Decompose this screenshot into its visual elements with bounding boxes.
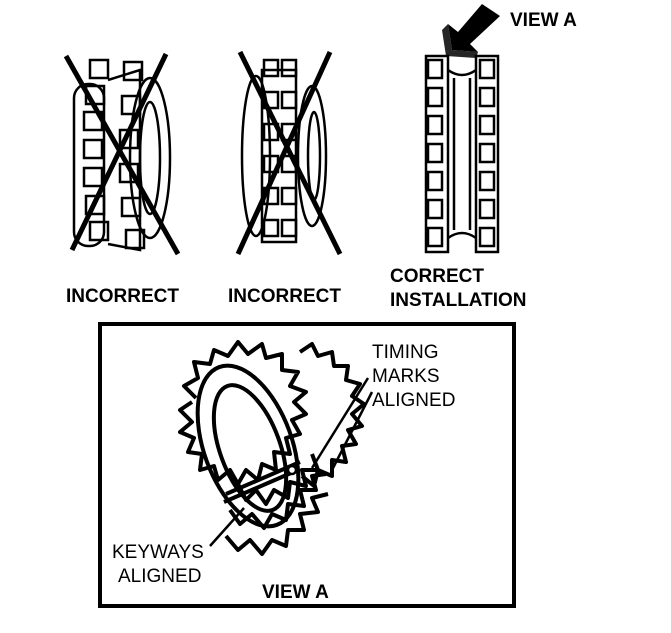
view-a-detail-frame: [98, 322, 516, 608]
view-a-bottom-label: VIEW A: [262, 582, 329, 603]
timing-label-line3: ALIGNED: [372, 390, 455, 411]
keyways-label-line2: ALIGNED: [118, 566, 201, 587]
correct-sprocket-icon: [424, 54, 500, 254]
incorrect-label-2: INCORRECT: [228, 286, 341, 307]
sprocket-detail-icon: [178, 340, 374, 556]
view-arrow-icon: [442, 4, 500, 58]
incorrect-label-1: INCORRECT: [66, 286, 179, 307]
timing-label-line1: TIMING: [372, 342, 439, 363]
incorrect-sprocket-2: [235, 50, 343, 256]
incorrect-sprocket-1: [63, 52, 181, 256]
correct-label-line1: CORRECT: [390, 266, 484, 287]
timing-label-line2: MARKS: [372, 366, 440, 387]
view-a-top-label: VIEW A: [510, 10, 577, 31]
keyways-label-line1: KEYWAYS: [112, 542, 204, 563]
correct-label-line2: INSTALLATION: [390, 290, 527, 311]
